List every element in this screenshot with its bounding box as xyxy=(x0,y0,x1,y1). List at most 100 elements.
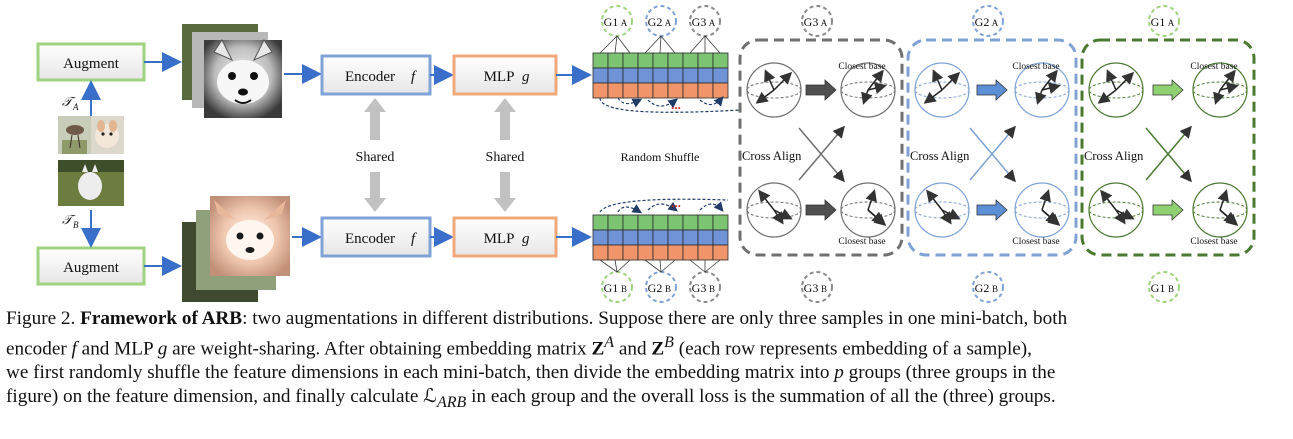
matrix-cell xyxy=(712,52,729,69)
shared-label-mlp: Shared xyxy=(486,150,525,165)
panel-group-circle xyxy=(972,271,1004,303)
group-label: G2 xyxy=(648,281,663,295)
panel-group-circle xyxy=(1148,5,1180,37)
panel-group-sub: B xyxy=(992,284,998,294)
group-label: G3 xyxy=(692,281,707,295)
sphere-basis xyxy=(914,62,970,118)
mlp-bottom-box: MLP g xyxy=(452,216,558,258)
matrix-cell xyxy=(592,244,609,261)
augment-top-box: Augment xyxy=(36,42,146,82)
matrix-cell xyxy=(652,229,669,246)
matrix-cell xyxy=(637,244,654,261)
panel-border xyxy=(1080,38,1256,257)
matrix-cell xyxy=(682,82,699,99)
panel-group-label: G2 xyxy=(975,281,990,295)
matrix-cell xyxy=(652,52,669,69)
group-link xyxy=(660,259,676,273)
sphere-basis xyxy=(840,62,896,118)
shared-label-encoder: Shared xyxy=(356,150,395,165)
closest-base-top: Closest base xyxy=(838,62,885,72)
panel-group-circle xyxy=(801,5,833,37)
mlp-top-box: MLP g xyxy=(452,54,558,96)
matrix-cell xyxy=(667,214,684,231)
group-link xyxy=(599,35,618,54)
matrix-cell xyxy=(667,229,684,246)
cross-arrow xyxy=(969,125,1016,181)
sample-images xyxy=(58,116,124,206)
group-link xyxy=(614,259,618,273)
caption-title: Framework of ARB xyxy=(80,308,243,329)
matrix-cell xyxy=(607,82,624,99)
caption-prefix: Figure 2. xyxy=(6,308,76,329)
sphere-basis xyxy=(1192,182,1248,238)
closest-base-arrow xyxy=(805,199,837,221)
framework-figure: Augment Augment 𝒯 A 𝒯 B xyxy=(36,5,1256,303)
closest-base-arrow xyxy=(976,79,1008,101)
matrix-cell xyxy=(622,67,639,84)
group-sub: A xyxy=(621,18,628,28)
matrix-cell xyxy=(592,52,609,69)
sphere-basis xyxy=(1088,62,1144,118)
group-sub: A xyxy=(709,18,716,28)
group-sub: B xyxy=(709,284,715,294)
group-link xyxy=(689,259,706,273)
encoder-bottom-box: Encoder f xyxy=(320,216,432,258)
matrix-cell xyxy=(592,214,609,231)
panel-group-sub: A xyxy=(821,18,828,28)
closest-base-top: Closest base xyxy=(1190,62,1237,72)
mlp-top-symbol: g xyxy=(522,69,530,85)
panel-group-circle xyxy=(972,5,1004,37)
caption-line-2: encoder f and MLP g are weight-sharing. … xyxy=(6,331,1288,361)
shuffle-arcs-top xyxy=(599,96,741,113)
group-link xyxy=(704,35,721,54)
caption-math: ℒ xyxy=(423,386,437,408)
group-label: G3 xyxy=(692,15,707,29)
group-sub: B xyxy=(621,284,627,294)
group-link xyxy=(659,259,662,273)
group-sub: A xyxy=(665,18,672,28)
mlp-bottom-label: MLP xyxy=(484,231,515,247)
cross-align-label: Cross Align xyxy=(1084,149,1144,163)
closest-base-bottom: Closest base xyxy=(1190,237,1237,247)
cross-arrow xyxy=(798,125,845,181)
matrix-cell xyxy=(667,244,684,261)
caption-line-4: figure) on the feature dimension, and fi… xyxy=(6,385,1288,415)
caption-math: Z xyxy=(651,338,665,360)
caption-math: p xyxy=(834,362,844,384)
caption-math: f xyxy=(71,338,77,360)
matrix-cell xyxy=(682,229,699,246)
sphere-basis xyxy=(1192,62,1248,118)
shared-arrow-encoder xyxy=(364,98,386,212)
matrix-cell xyxy=(697,67,714,84)
panel-group-label: G3 xyxy=(804,15,819,29)
matrix-cell xyxy=(667,67,684,84)
cross-align-label: Cross Align xyxy=(742,149,802,163)
sphere-basis xyxy=(746,182,802,238)
panel-border xyxy=(906,38,1078,257)
encoder-bottom-symbol: f xyxy=(411,231,417,247)
caption-math-sup: A xyxy=(604,334,615,351)
matrix-cell xyxy=(682,214,699,231)
panel-border xyxy=(738,38,904,257)
panel-group-label: G3 xyxy=(804,281,819,295)
caption-text: figure) on the feature dimension, and fi… xyxy=(6,386,419,408)
caption-line1-rest: : two augmentations in different distrib… xyxy=(242,308,1068,329)
transform-b-sub: B xyxy=(73,220,79,230)
matrix-cell xyxy=(697,82,714,99)
matrix-cell xyxy=(622,214,639,231)
shuffle-dots-top: ... xyxy=(671,98,681,112)
shuffle-arcs-bottom xyxy=(599,198,729,214)
encoder-top-label: Encoder xyxy=(345,69,395,85)
mlp-top-label: MLP xyxy=(484,69,515,85)
caption-text: and MLP xyxy=(81,338,153,360)
augmented-stack-top xyxy=(182,24,282,118)
closest-base-arrow xyxy=(1152,199,1184,221)
panel-group-sub: A xyxy=(1168,18,1175,28)
panel-group-label: G1 xyxy=(1151,15,1166,29)
group-link xyxy=(616,35,631,54)
panel-group-sub: B xyxy=(1168,284,1174,294)
